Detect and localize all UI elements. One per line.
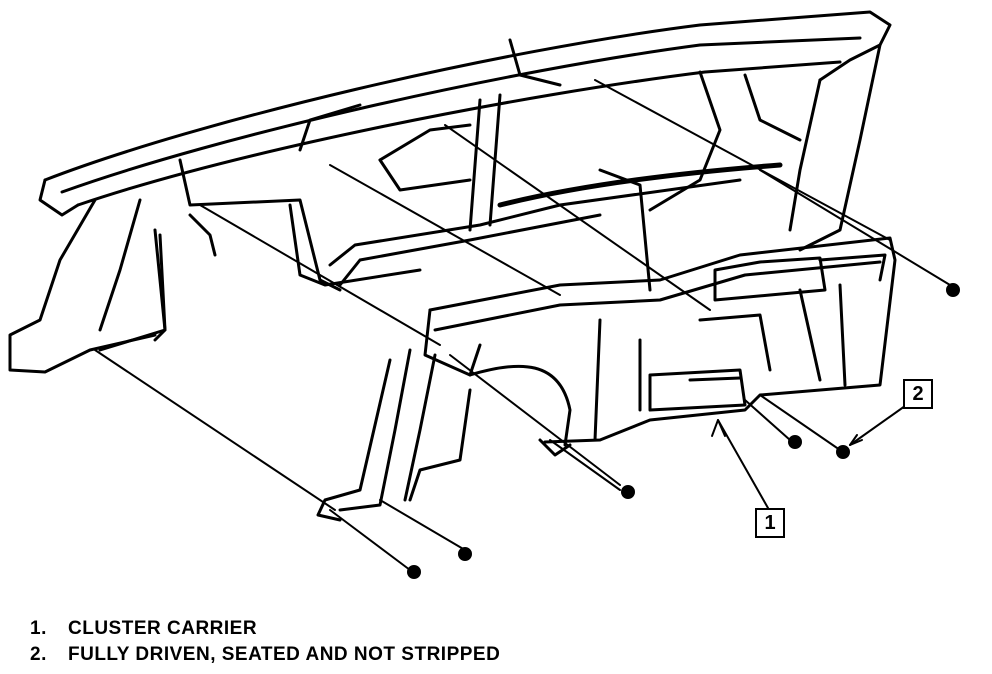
legend-item: 2. FULLY DRIVEN, SEATED AND NOT STRIPPED bbox=[30, 642, 500, 668]
legend-item: 1. CLUSTER CARRIER bbox=[30, 616, 500, 642]
alignment-lines bbox=[94, 79, 951, 571]
callout-label-2: 2 bbox=[903, 379, 933, 409]
cluster-carrier bbox=[338, 236, 897, 512]
panel-frame bbox=[178, 93, 783, 292]
left-mounting-leg bbox=[98, 233, 392, 522]
legend-number: 2. bbox=[30, 644, 47, 665]
instrument-panel-diagram bbox=[8, 10, 960, 579]
instrument-panel-pad bbox=[38, 10, 892, 252]
legend-text: FULLY DRIVEN, SEATED AND NOT STRIPPED bbox=[68, 644, 501, 665]
legend-number: 1. bbox=[30, 618, 47, 639]
callout-leaders bbox=[711, 405, 906, 509]
carrier-screw bbox=[407, 283, 960, 579]
callout-label-1: 1 bbox=[755, 508, 785, 538]
parts-legend: 1. CLUSTER CARRIER 2. FULLY DRIVEN, SEATED… bbox=[30, 616, 500, 668]
legend-text: CLUSTER CARRIER bbox=[68, 618, 258, 639]
